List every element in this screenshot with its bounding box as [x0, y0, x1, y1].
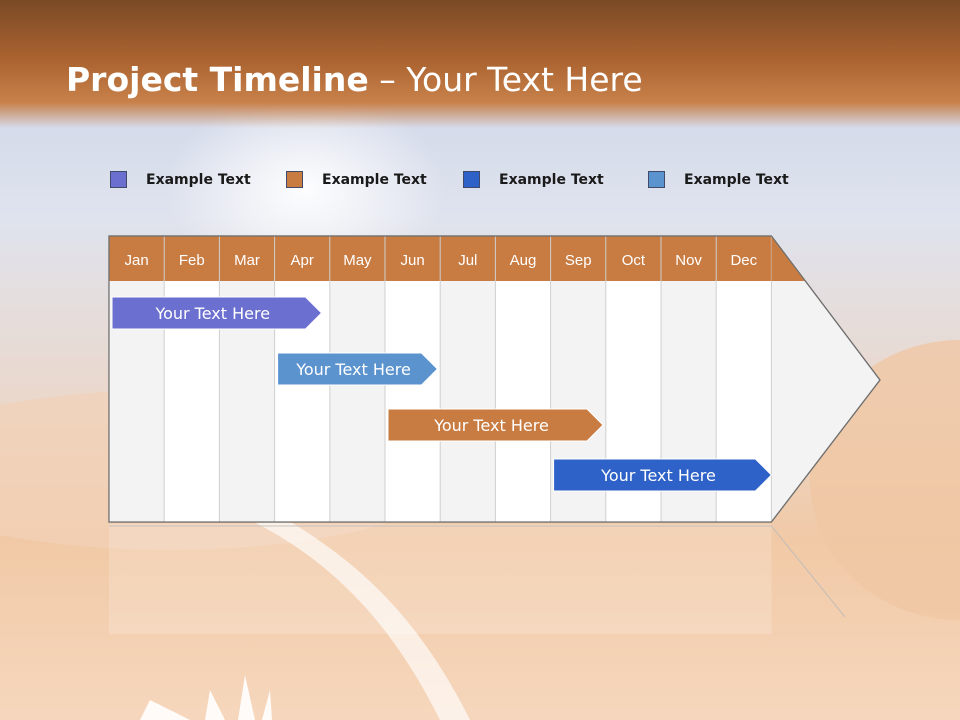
month-header-cell	[385, 236, 441, 281]
month-label: Jun	[401, 252, 425, 269]
task-arrow	[111, 296, 323, 330]
month-label: Oct	[622, 252, 646, 269]
legend-label: Example Text	[684, 172, 789, 188]
sand-ridge-streak	[250, 510, 470, 720]
month-header-cell	[440, 236, 496, 281]
month-header-cell	[109, 236, 165, 281]
month-header-cell	[164, 236, 220, 281]
month-label: Dec	[730, 252, 757, 269]
month-label: May	[343, 252, 372, 269]
sun-ray-symbol	[140, 675, 272, 720]
legend-label: Example Text	[146, 172, 251, 188]
month-header-cell	[274, 236, 330, 281]
task-bar: Your Text Here	[553, 458, 773, 492]
task-bar: Your Text Here	[111, 296, 323, 330]
legend-swatch	[648, 171, 665, 188]
month-label: Jul	[458, 252, 477, 269]
task-arrow	[387, 408, 604, 442]
legend-swatch	[463, 171, 480, 188]
month-header-cell	[329, 236, 385, 281]
month-header-cell	[661, 236, 717, 281]
task-label: Your Text Here	[295, 360, 411, 379]
month-header-cell	[219, 236, 275, 281]
month-label: Jan	[125, 252, 149, 269]
task-label: Your Text Here	[154, 304, 270, 323]
month-label: Feb	[179, 252, 205, 269]
task-bar: Your Text Here	[277, 352, 439, 386]
task-arrow	[277, 352, 439, 386]
timeline-outline	[108, 235, 881, 523]
month-header-cell	[495, 236, 551, 281]
title-band	[0, 0, 960, 128]
task-bar: Your Text Here	[387, 408, 604, 442]
month-column	[329, 281, 385, 522]
month-column	[440, 281, 496, 522]
month-label: Apr	[291, 252, 314, 269]
month-header-cell	[550, 236, 606, 281]
legend-swatch	[286, 171, 303, 188]
reflection-outline	[109, 525, 846, 618]
month-label: Aug	[510, 252, 537, 269]
month-header-cell	[605, 236, 661, 281]
page-title-bold: Project Timeline	[66, 60, 369, 99]
timeline-reflection	[109, 524, 772, 634]
page-title: Project Timeline – Your Text Here	[66, 60, 643, 99]
page-title-rest: – Your Text Here	[368, 60, 643, 99]
month-header-cell	[716, 236, 772, 281]
task-label: Your Text Here	[433, 416, 549, 435]
month-label: Nov	[675, 252, 702, 269]
legend-label: Example Text	[499, 172, 604, 188]
task-label: Your Text Here	[600, 466, 716, 485]
task-arrow	[553, 458, 773, 492]
legend-swatch	[110, 171, 127, 188]
month-column	[495, 281, 551, 522]
legend-label: Example Text	[322, 172, 427, 188]
month-label: Mar	[234, 252, 260, 269]
month-label: Sep	[565, 252, 592, 269]
month-column	[385, 281, 441, 522]
